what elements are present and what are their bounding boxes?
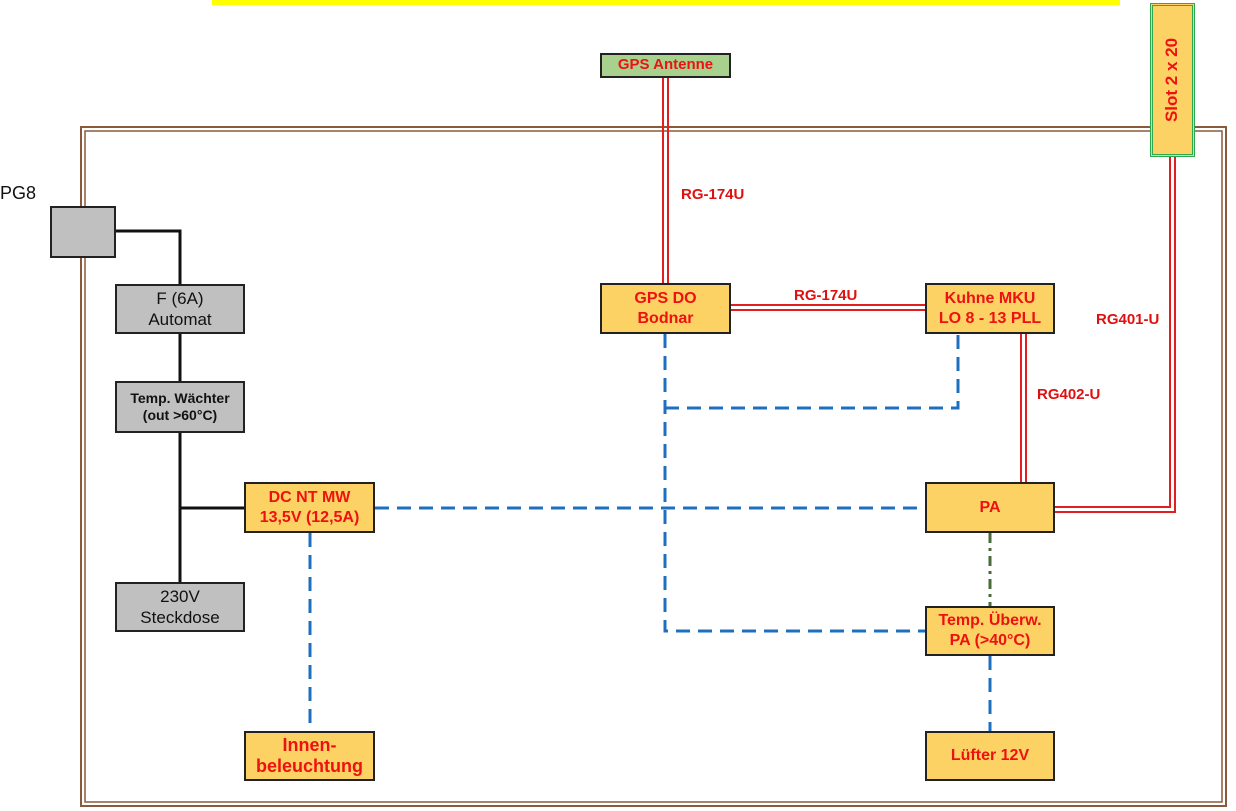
gpsdo-box[interactable]: GPS DO Bodnar <box>600 283 731 334</box>
slot-label: Slot 2 x 20 <box>1162 37 1182 123</box>
temp-guard-line2: (out >60°C) <box>142 407 218 423</box>
pa-temp-box[interactable]: Temp. Überw. PA (>40°C) <box>925 606 1055 656</box>
slot-box[interactable]: Slot 2 x 20 <box>1150 3 1195 157</box>
pg8-gland[interactable] <box>50 206 116 258</box>
enclosure-inner <box>84 130 1223 803</box>
temp-guard-line1: Temp. Wächter <box>130 389 230 406</box>
gps-antenna-box[interactable]: GPS Antenne <box>600 53 731 78</box>
temp-guard-box[interactable]: Temp. Wächter (out >60°C) <box>115 381 245 433</box>
psu-box[interactable]: DC NT MW 13,5V (12,5A) <box>244 482 375 533</box>
psu-line2: 13,5V (12,5A) <box>259 508 360 526</box>
gpsdo-line2: Bodnar <box>637 309 694 327</box>
gpsdo-to-patemp-line <box>663 334 925 633</box>
gpsdo-to-lo-line <box>665 334 960 410</box>
gpsdo-lo-cable <box>731 304 925 311</box>
pa-slot-cable-label: RG401-U <box>1096 311 1160 328</box>
gps-antenna-label: GPS Antenne <box>617 56 714 74</box>
fuse-box[interactable]: F (6A) Automat <box>115 284 245 334</box>
lighting-box[interactable]: Innen- beleuchtung <box>244 731 375 781</box>
pa-box[interactable]: PA <box>925 482 1055 533</box>
lo-pa-cable <box>1020 334 1027 483</box>
pa-temp-line1: Temp. Überw. <box>938 612 1042 629</box>
pa-slot-cable <box>1055 157 1176 513</box>
pg8-to-fuse-line <box>116 229 182 284</box>
lo-box[interactable]: Kuhne MKU LO 8 - 13 PLL <box>925 283 1055 334</box>
highlight-bar <box>212 0 1120 5</box>
pa-label: PA <box>979 498 1001 516</box>
lo-pa-cable-label: RG402-U <box>1037 386 1101 403</box>
lighting-line1: Innen- <box>282 735 337 756</box>
lo-line2: LO 8 - 13 PLL <box>938 309 1042 327</box>
fan-label: Lüfter 12V <box>950 747 1030 764</box>
mains-wiring <box>116 229 245 583</box>
socket-box[interactable]: 230V Steckdose <box>115 582 245 632</box>
antenna-cable <box>662 78 669 284</box>
gpsdo-line1: GPS DO <box>634 289 697 307</box>
fan-box[interactable]: Lüfter 12V <box>925 731 1055 781</box>
psu-line1: DC NT MW <box>268 488 351 506</box>
gpsdo-lo-cable-label: RG-174U <box>794 287 858 304</box>
pa-temp-line2: PA (>40°C) <box>949 632 1031 649</box>
antenna-cable-label: RG-174U <box>681 186 745 203</box>
enclosure-outer <box>80 126 1227 807</box>
lighting-line2: beleuchtung <box>256 756 363 776</box>
dc-wiring <box>308 334 992 731</box>
fuse-line1: F (6A) <box>156 288 204 308</box>
fuse-line2: Automat <box>148 310 212 329</box>
socket-line2: Steckdose <box>140 608 220 627</box>
socket-line1: 230V <box>160 586 200 606</box>
rf-cables <box>662 78 1176 513</box>
pg8-label: PG8 <box>0 183 37 203</box>
lo-line1: Kuhne MKU <box>944 289 1036 307</box>
